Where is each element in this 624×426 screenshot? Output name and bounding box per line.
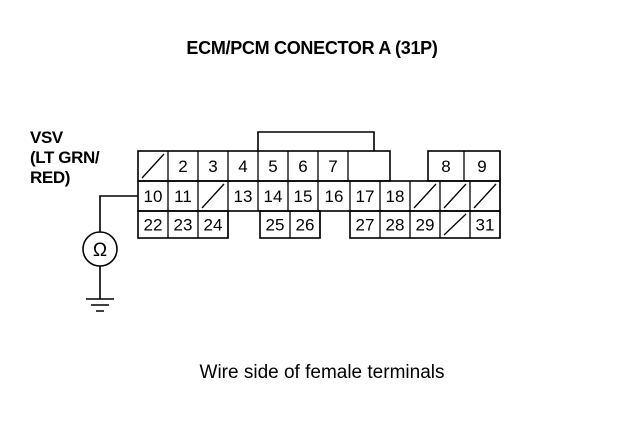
unused-cavity-slash xyxy=(443,183,467,209)
terminal-cell-r2-c4: 13 xyxy=(234,181,259,211)
terminal-number: 22 xyxy=(144,216,163,235)
terminal-cell-r2-c8: 17 xyxy=(356,181,381,211)
terminal-number: 8 xyxy=(441,157,450,176)
terminal-cell-r3-c10: 29 xyxy=(416,211,441,238)
terminal-number: 4 xyxy=(238,157,247,176)
terminal-cell-r1-c7: 7 xyxy=(328,151,349,181)
terminal-cell-r2-c3 xyxy=(201,181,229,211)
diagram-title: ECM/PCM CONECTOR A (31P) xyxy=(186,38,438,58)
terminal-cell-r1-c4: 4 xyxy=(238,151,259,181)
ground-icon xyxy=(86,298,114,312)
terminal-cell-r1-c10: 9 xyxy=(477,151,501,181)
terminal-cell-r1-c3: 3 xyxy=(208,151,229,181)
terminal-number: 10 xyxy=(144,187,163,206)
terminal-cell-r2-c5: 14 xyxy=(264,181,289,211)
terminal-number: 26 xyxy=(296,216,315,235)
meter-wiring xyxy=(82,195,138,312)
terminal-cell-r2-c2: 11 xyxy=(174,181,199,211)
terminal-cell-r2-c6: 15 xyxy=(294,181,319,211)
unused-cavity-slash xyxy=(201,183,225,209)
vsv-label-line-3: RED) xyxy=(30,168,70,187)
terminal-number: 9 xyxy=(477,157,486,176)
terminal-number: 31 xyxy=(476,216,495,235)
terminal-cell-r1-c6: 6 xyxy=(298,151,319,181)
terminal-cell-r3-c11 xyxy=(443,211,471,238)
terminal-cell-r3-c3: 24 xyxy=(204,211,229,238)
terminal-cell-r1-c5: 5 xyxy=(268,151,289,181)
terminal-cell-r2-c1: 10 xyxy=(144,181,169,211)
terminal-number: 13 xyxy=(234,187,253,206)
terminal-number: 18 xyxy=(386,187,405,206)
terminal-number: 16 xyxy=(325,187,344,206)
terminal-number: 28 xyxy=(386,216,405,235)
terminal-cell-r3-c12: 31 xyxy=(476,211,501,238)
terminal-number: 2 xyxy=(178,157,187,176)
terminal-number: 15 xyxy=(294,187,313,206)
terminal-cell-r2-c12 xyxy=(473,181,501,211)
terminal-cell-r1-c1 xyxy=(141,151,169,181)
vsv-label-line-1: VSV xyxy=(30,128,63,147)
unused-cavity-slash xyxy=(141,153,165,179)
terminal-cell-r1-c2: 2 xyxy=(178,151,199,181)
terminal-cell-r3-c2: 23 xyxy=(174,211,199,238)
terminal-cell-r3-c5: 25 xyxy=(266,211,291,238)
lead-wire-to-terminal-10 xyxy=(99,195,138,232)
connector-lock-tab xyxy=(257,131,375,151)
terminal-number: 25 xyxy=(266,216,285,235)
unused-cavity-slash xyxy=(473,183,497,209)
terminal-number: 23 xyxy=(174,216,193,235)
terminal-cell-r1-c9: 8 xyxy=(441,151,465,181)
terminal-number: 27 xyxy=(356,216,375,235)
terminal-cell-r2-c9: 18 xyxy=(386,181,411,211)
terminal-number: 6 xyxy=(298,157,307,176)
terminal-cell-r3-c6: 26 xyxy=(296,211,321,238)
terminal-cell-r2-c10 xyxy=(413,181,441,211)
terminal-number: 5 xyxy=(268,157,277,176)
vsv-wire-label: VSV (LT GRN/ RED) xyxy=(30,128,100,188)
terminal-number: 29 xyxy=(416,216,435,235)
terminal-cell-r2-c7: 16 xyxy=(325,181,351,211)
terminal-number: 11 xyxy=(174,187,192,206)
diagram-caption: Wire side of female terminals xyxy=(199,362,445,383)
terminal-number: 17 xyxy=(356,187,375,206)
ohm-icon: Ω xyxy=(93,240,107,261)
terminal-number: 14 xyxy=(264,187,283,206)
terminal-number: 3 xyxy=(208,157,217,176)
terminal-cell-r3-c1: 22 xyxy=(144,211,169,238)
terminal-number: 7 xyxy=(328,157,337,176)
terminal-cell-r3-c8: 27 xyxy=(356,211,381,238)
unused-cavity-slash xyxy=(413,183,437,209)
unused-cavity-slash xyxy=(443,213,467,236)
terminal-cell-r2-c11 xyxy=(443,181,471,211)
vsv-label-line-2: (LT GRN/ xyxy=(30,148,100,167)
row1-left-block xyxy=(137,150,391,182)
terminal-number: 24 xyxy=(204,216,223,235)
terminal-cell-r3-c9: 28 xyxy=(386,211,411,238)
